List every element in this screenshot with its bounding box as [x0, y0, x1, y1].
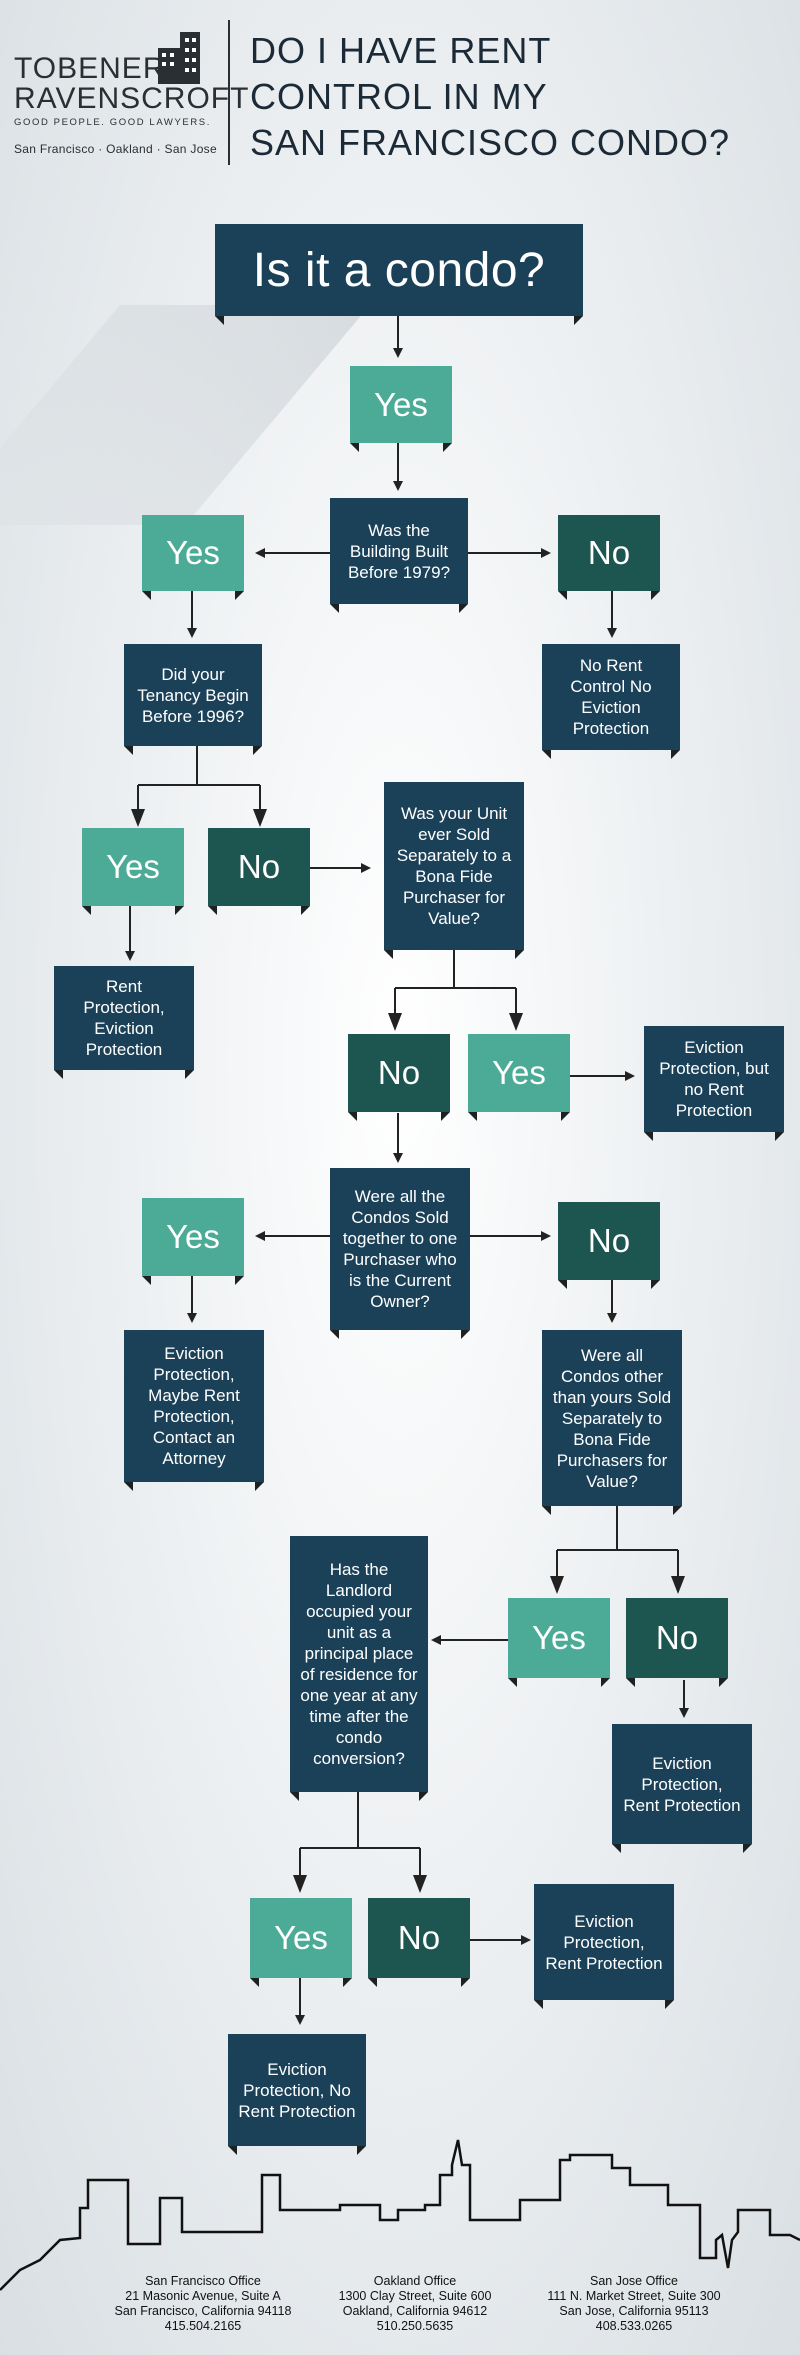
question-others-sold: Were all Condos other than yours Sold Se…	[542, 1330, 682, 1515]
office-city: San Francisco, California 94118	[114, 2304, 292, 2318]
header-divider	[228, 20, 230, 165]
question-text: Was the Building Built Before 1979?	[347, 520, 451, 582]
question-text: Were all the Condos Sold together to one…	[342, 1187, 458, 1311]
answer-yes-built: Yes	[142, 515, 244, 600]
office-sanjose: San Jose Office 111 N. Market Street, Su…	[524, 2274, 744, 2334]
office-sf: San Francisco Office 21 Masonic Avenue, …	[98, 2274, 308, 2334]
title-line3: SAN FRANCISCO CONDO?	[250, 122, 731, 163]
answer-no-sold: No	[348, 1034, 450, 1121]
question-unit-sold: Was your Unit ever Sold Separately to a …	[384, 782, 524, 959]
building-logo-icon	[158, 32, 200, 84]
question-text: Was your Unit ever Sold Separately to a …	[396, 804, 512, 928]
answer-label: Yes	[166, 534, 220, 571]
office-address: 1300 Clay Street, Suite 600	[338, 2289, 492, 2303]
question-text: Were all Condos other than yours Sold Se…	[552, 1345, 672, 1491]
answer-yes-condo: Yes	[350, 366, 452, 452]
question-landlord-occupied: Has the Landlord occupied your unit as a…	[290, 1536, 428, 1801]
answer-no-built: No	[558, 515, 660, 600]
answer-label: No	[587, 1222, 631, 1259]
answer-label: Yes	[492, 1054, 546, 1091]
result-landlord-yes: Eviction Protection, No Rent Protection	[228, 2034, 366, 2155]
title-line1: DO I HAVE RENT	[250, 30, 552, 71]
start-question-box: Is it a condo?	[215, 224, 583, 325]
logo-line1: TOBENER	[14, 52, 166, 85]
firm-logo: TOBENER RAVENSCROFT GOOD PEOPLE. GOOD LA…	[14, 26, 250, 156]
result-text: Eviction Protection, Rent Protection	[623, 1753, 741, 1815]
question-tenancy-1996: Did your Tenancy Begin Before 1996?	[124, 644, 262, 755]
question-sold-together: Were all the Condos Sold together to one…	[330, 1168, 470, 1339]
answer-no-landlord: No	[368, 1898, 470, 1987]
office-name: San Francisco Office	[145, 2274, 261, 2288]
result-text: Rent Protection, Eviction Protection	[83, 977, 165, 1059]
result-text: Eviction Protection, Rent Protection	[545, 1911, 663, 1973]
answer-yes-together: Yes	[142, 1198, 244, 1285]
skyline-outline	[0, 2139, 800, 2291]
office-phone[interactable]: 415.504.2165	[164, 2319, 242, 2333]
office-name: San Jose Office	[589, 2274, 678, 2288]
question-text: Did your Tenancy Begin Before 1996?	[137, 664, 249, 726]
office-city: San Jose, California 95113	[559, 2304, 709, 2318]
result-others-no: Eviction Protection, Rent Protection	[612, 1724, 752, 1853]
answer-label: Yes	[532, 1619, 586, 1656]
answer-label: No	[377, 1054, 421, 1091]
answer-yes-sold: Yes	[468, 1034, 570, 1121]
logo-tagline: GOOD PEOPLE. GOOD LAWYERS.	[14, 117, 211, 128]
result-text: Eviction Protection, No Rent Protection	[238, 2059, 356, 2121]
result-maybe-rent: Eviction Protection, Maybe Rent Protecti…	[124, 1330, 264, 1491]
answer-label: Yes	[166, 1218, 220, 1255]
office-name: Oakland Office	[373, 2274, 457, 2288]
answer-label: No	[237, 848, 281, 885]
answer-label: Yes	[374, 385, 428, 423]
answer-no-others: No	[626, 1598, 728, 1687]
result-text: Eviction Protection, Maybe Rent Protecti…	[148, 1344, 240, 1468]
office-phone[interactable]: 408.533.0265	[595, 2319, 673, 2333]
result-no-rent-control: No Rent Control No Eviction Protection	[542, 644, 680, 759]
result-eviction-no-rent: Eviction Protection, but no Rent Protect…	[644, 1026, 784, 1141]
answer-yes-others: Yes	[508, 1598, 610, 1687]
answer-label: No	[655, 1619, 699, 1656]
result-text: No Rent Control No Eviction Protection	[570, 656, 652, 738]
result-landlord-no: Eviction Protection, Rent Protection	[534, 1884, 674, 2009]
answer-no-tenancy: No	[208, 828, 310, 915]
answer-no-together: No	[558, 1202, 660, 1289]
office-oakland: Oakland Office 1300 Clay Street, Suite 6…	[310, 2274, 520, 2334]
start-question: Is it a condo?	[252, 243, 546, 297]
office-address: 21 Masonic Avenue, Suite A	[125, 2289, 281, 2303]
logo-line2: RAVENSCROFT	[14, 82, 250, 115]
office-city: Oakland, California 94612	[342, 2304, 488, 2318]
title-line2: CONTROL IN MY	[250, 76, 548, 117]
question-text: Has the Landlord occupied your unit as a…	[300, 1560, 418, 1768]
question-built-1979: Was the Building Built Before 1979?	[330, 498, 468, 613]
page-title: DO I HAVE RENT CONTROL IN MY SAN FRANCIS…	[250, 28, 770, 166]
answer-label: Yes	[106, 848, 160, 885]
answer-label: No	[587, 534, 631, 571]
answer-label: No	[397, 1919, 441, 1956]
result-text: Eviction Protection, but no Rent Protect…	[659, 1038, 769, 1120]
answer-yes-landlord: Yes	[250, 1898, 352, 1987]
logo-cities: San Francisco · Oakland · San Jose	[14, 142, 217, 156]
office-address: 111 N. Market Street, Suite 300	[547, 2289, 721, 2303]
answer-label: Yes	[274, 1919, 328, 1956]
result-rent-eviction-protection: Rent Protection, Eviction Protection	[54, 966, 194, 1079]
office-phone[interactable]: 510.250.5635	[376, 2319, 454, 2333]
answer-yes-tenancy: Yes	[82, 828, 184, 915]
